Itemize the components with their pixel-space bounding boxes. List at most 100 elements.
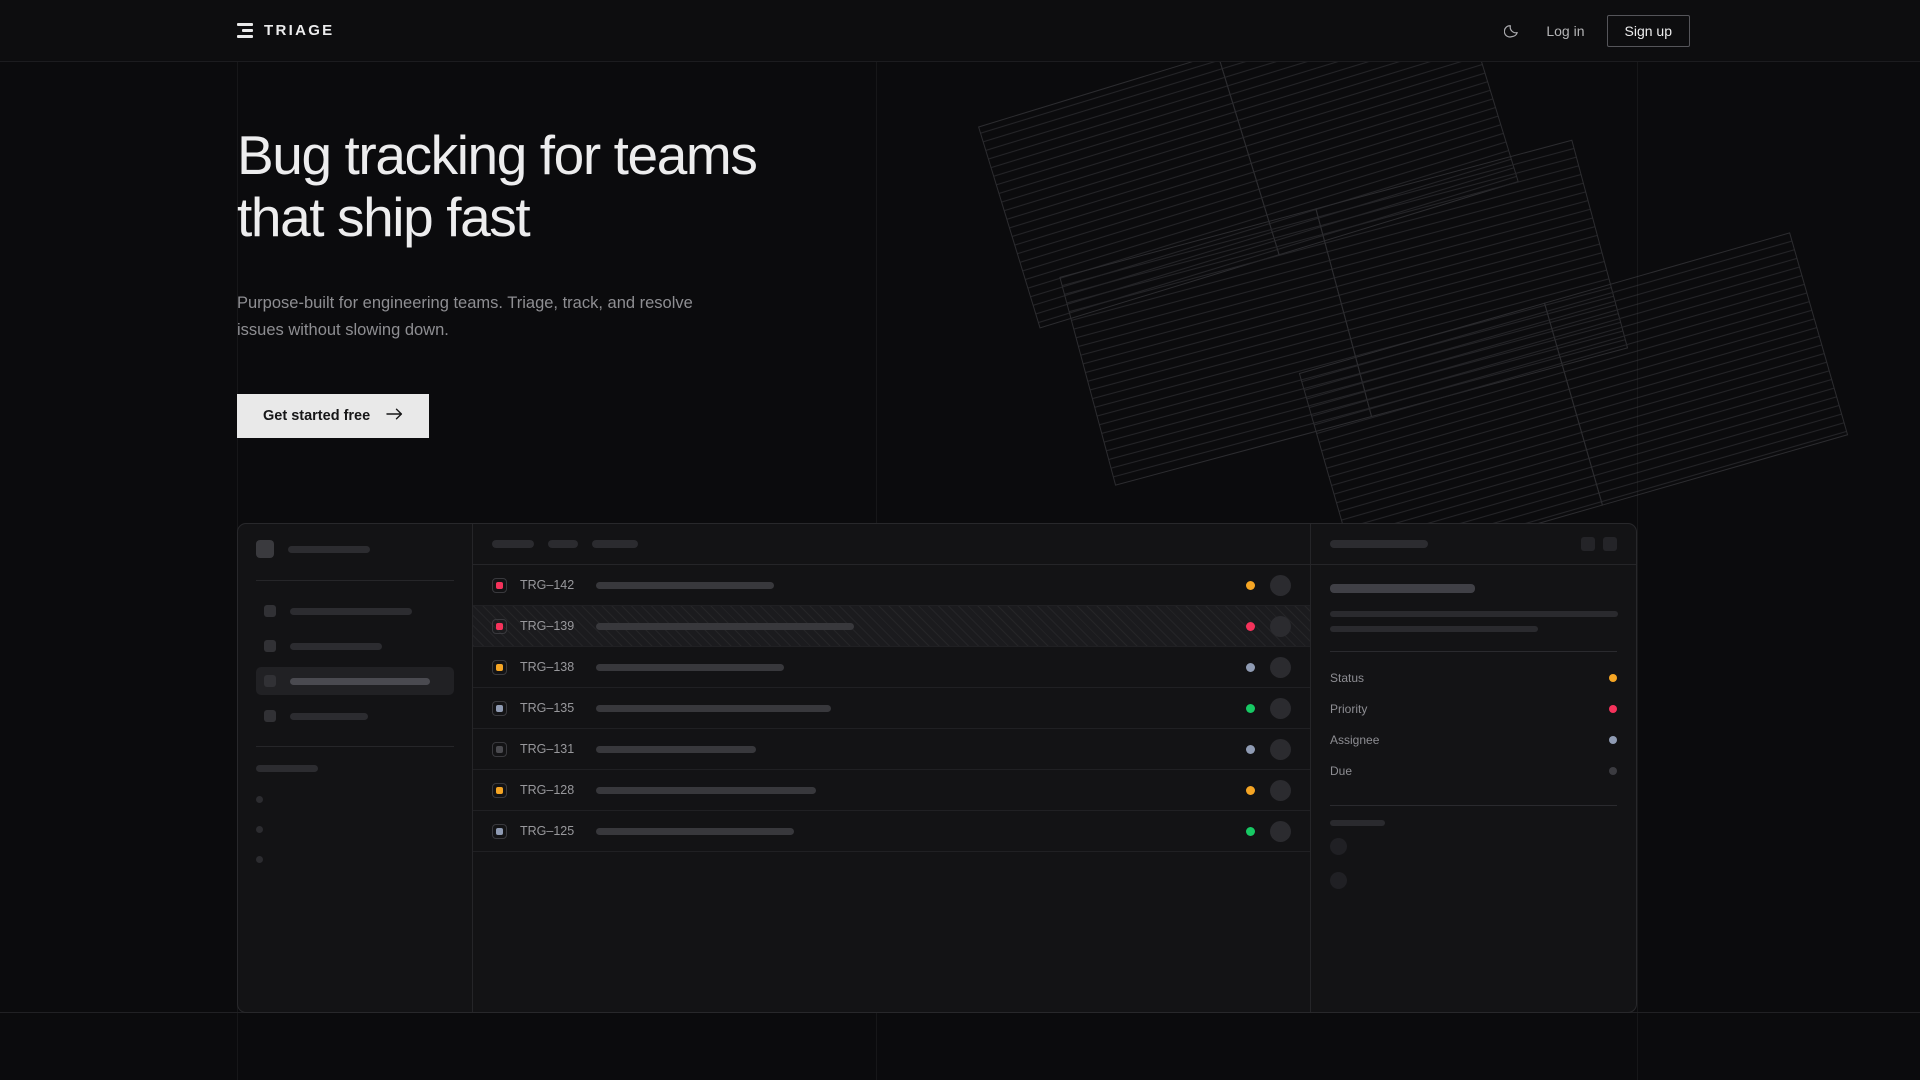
- mockup-sidebar-brand[interactable]: [256, 540, 454, 558]
- row-meta: [1246, 738, 1291, 760]
- sidebar-mini-dot-icon: [256, 825, 263, 833]
- table-row[interactable]: TRG–128: [473, 770, 1310, 811]
- sidebar-mini-item[interactable]: [256, 844, 454, 874]
- table-row[interactable]: TRG–138: [473, 647, 1310, 688]
- detail-meta-row-due[interactable]: Due: [1330, 755, 1617, 786]
- detail-activity-label-skeleton: [1330, 820, 1385, 826]
- detail-title-skeleton: [1330, 540, 1428, 548]
- sidebar-item-3[interactable]: [256, 702, 454, 730]
- sidebar-mini-list: [256, 784, 454, 874]
- issue-id: TRG–142: [520, 578, 575, 592]
- row-meta: [1246, 779, 1291, 801]
- arrow-right-icon: [386, 408, 403, 424]
- avatar: [1270, 738, 1291, 760]
- page-title: Bug tracking for teams that ship fast: [237, 124, 997, 248]
- login-link[interactable]: Log in: [1546, 22, 1585, 39]
- sidebar-item-1[interactable]: [256, 632, 454, 660]
- toolbar-control-0[interactable]: [492, 540, 534, 548]
- signup-button[interactable]: Sign up: [1606, 14, 1690, 47]
- priority-icon: [492, 618, 507, 634]
- square-button-icon[interactable]: [1603, 537, 1617, 551]
- avatar: [1330, 872, 1347, 889]
- priority-icon: [492, 577, 507, 593]
- issue-title-skeleton: [596, 745, 756, 753]
- table-row[interactable]: TRG–131: [473, 729, 1310, 770]
- square-button-icon[interactable]: [1581, 537, 1595, 551]
- detail-divider-bottom: [1330, 805, 1617, 806]
- priority-icon: [492, 659, 507, 675]
- sidebar-item-label-skeleton: [290, 677, 430, 685]
- avatar: [1270, 820, 1291, 842]
- detail-meta-label: Due: [1330, 763, 1353, 778]
- detail-meta-label: Priority: [1330, 701, 1368, 716]
- cta-label: Get started free: [263, 407, 371, 424]
- detail-meta-value-dot: [1609, 766, 1617, 775]
- toolbar-control-2[interactable]: [592, 540, 638, 548]
- issue-id: TRG–135: [520, 701, 575, 715]
- table-row[interactable]: TRG–142: [473, 565, 1310, 606]
- status-badge: [1246, 703, 1255, 713]
- sidebar-mini-item[interactable]: [256, 784, 454, 814]
- detail-meta-row-priority[interactable]: Priority: [1330, 693, 1617, 724]
- sidebar-section-label-skeleton: [256, 765, 318, 772]
- detail-activity-avatars: [1330, 838, 1617, 889]
- status-badge: [1246, 621, 1255, 631]
- priority-icon: [492, 782, 507, 798]
- detail-meta-label: Assignee: [1330, 732, 1380, 747]
- avatar: [1330, 838, 1347, 855]
- row-meta: [1246, 656, 1291, 678]
- issue-title-skeleton: [596, 622, 854, 630]
- avatar: [1270, 697, 1291, 719]
- brand-name: TRIAGE: [264, 22, 335, 39]
- sidebar-item-0[interactable]: [256, 597, 454, 625]
- brand-logo[interactable]: TRIAGE: [237, 22, 334, 39]
- sidebar-mini-item[interactable]: [256, 814, 454, 844]
- priority-icon: [492, 823, 507, 839]
- sidebar-item-label-skeleton: [290, 642, 382, 650]
- issue-id: TRG–131: [520, 742, 575, 756]
- issue-id: TRG–128: [520, 783, 575, 797]
- detail-meta-label: Status: [1330, 670, 1365, 685]
- issue-title-skeleton: [596, 827, 794, 835]
- status-badge: [1246, 662, 1255, 672]
- status-badge: [1246, 826, 1255, 836]
- moon-icon[interactable]: [1500, 19, 1524, 43]
- issue-id: TRG–138: [520, 660, 575, 674]
- hero-section: Bug tracking for teams that ship fast Pu…: [237, 124, 997, 438]
- workspace-name-skeleton: [288, 545, 370, 553]
- row-meta: [1246, 574, 1291, 596]
- table-row[interactable]: TRG–139: [473, 606, 1310, 647]
- sidebar-divider-bottom: [256, 746, 454, 747]
- detail-description-skeleton: [1330, 611, 1618, 632]
- detail-heading-skeleton: [1330, 584, 1475, 593]
- detail-meta-row-assignee[interactable]: Assignee: [1330, 724, 1617, 755]
- sidebar-mini-dot-icon: [256, 855, 263, 863]
- detail-meta-value-dot: [1609, 673, 1617, 682]
- issue-title-skeleton: [596, 581, 774, 589]
- sidebar-item-2[interactable]: [256, 667, 454, 695]
- avatar: [1270, 779, 1291, 801]
- header-actions: Log in Sign up: [1500, 14, 1690, 47]
- sidebar-item-icon: [264, 605, 276, 617]
- detail-meta-value-dot: [1609, 735, 1617, 744]
- detail-text-line-skeleton: [1330, 626, 1538, 632]
- status-badge: [1246, 785, 1255, 795]
- table-row[interactable]: TRG–135: [473, 688, 1310, 729]
- get-started-button[interactable]: Get started free: [237, 393, 430, 438]
- issue-id: TRG–125: [520, 824, 575, 838]
- table-row[interactable]: TRG–125: [473, 811, 1310, 852]
- sidebar-item-label-skeleton: [290, 607, 412, 615]
- avatar: [1270, 615, 1291, 637]
- toolbar-control-1[interactable]: [548, 540, 578, 548]
- issue-id: TRG–139: [520, 619, 575, 633]
- row-meta: [1246, 697, 1291, 719]
- issue-title-skeleton: [596, 663, 784, 671]
- sidebar-divider-top: [256, 580, 454, 581]
- detail-meta-row-status[interactable]: Status: [1330, 662, 1617, 693]
- sidebar-item-icon: [264, 710, 276, 722]
